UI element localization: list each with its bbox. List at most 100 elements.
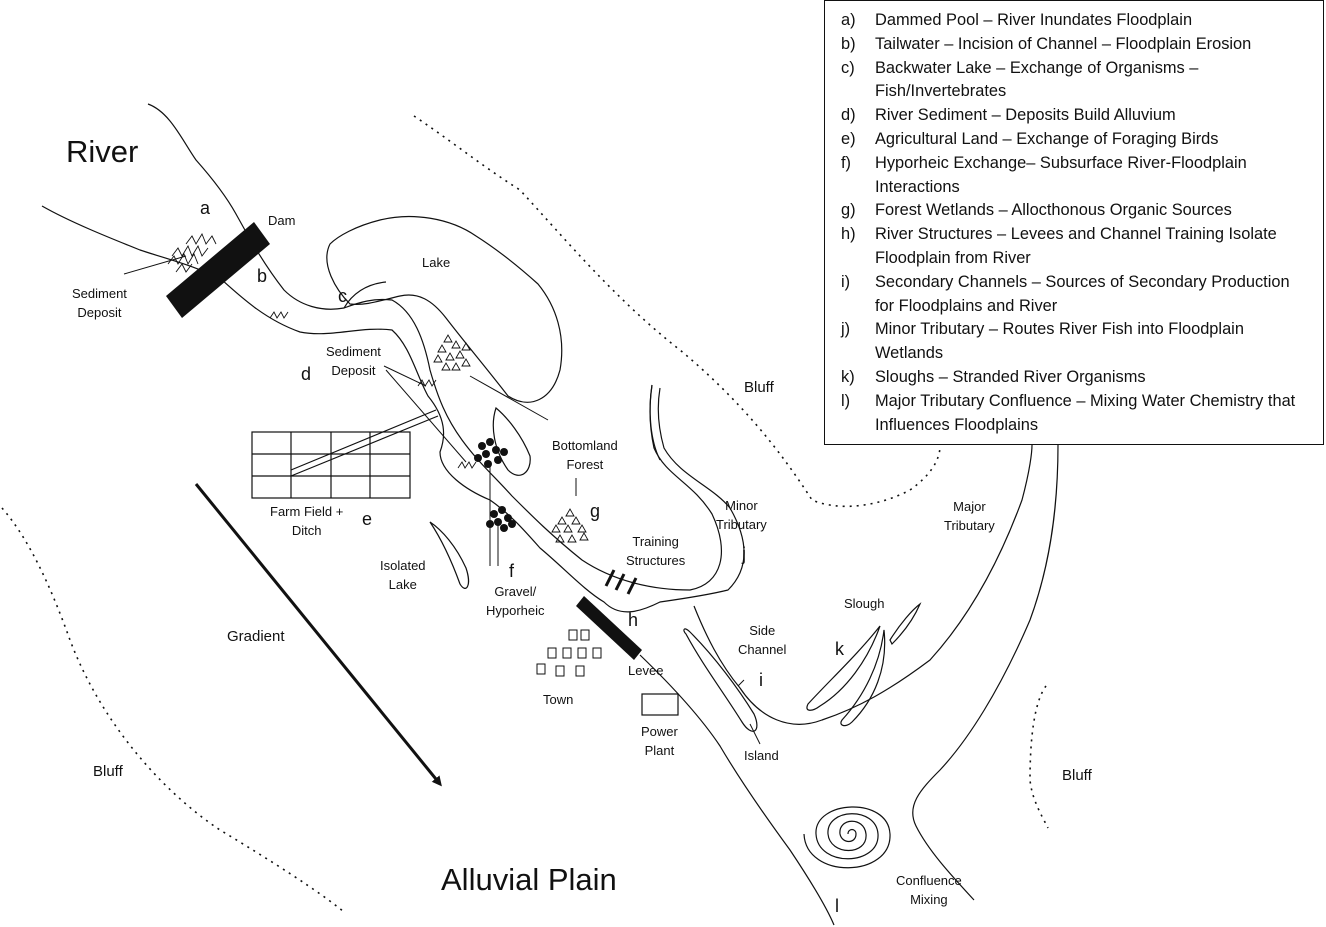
legend-box: a) Dammed Pool – River Inundates Floodpla… (824, 0, 1324, 445)
confluence-spiral (803, 806, 891, 869)
legend-key: d) (841, 106, 856, 125)
sediment-deposit-middle-label: Sediment Deposit (326, 344, 381, 378)
legend-key: c) (841, 58, 855, 77)
legend-text: Secondary Channels – Sources of Secondar… (875, 272, 1290, 315)
letter-h: h (628, 610, 639, 630)
slough-2 (840, 629, 886, 727)
legend-text: Minor Tributary – Routes River Fish into… (875, 320, 1244, 363)
training-structures (604, 569, 638, 595)
confluence-mixing-label: Confluence Mixing (896, 873, 962, 907)
forest-pond-outline (492, 406, 531, 476)
farm-ditch (290, 409, 439, 477)
legend-text: Sloughs – Stranded River Organisms (875, 367, 1146, 386)
legend-key: a) (841, 11, 856, 29)
river-bank-north (147, 103, 723, 591)
legend-text: Major Tributary Confluence – Mixing Wate… (875, 391, 1296, 434)
legend-item: k) Sloughs – Stranded River Organisms (841, 366, 1313, 390)
legend-key: i) (841, 272, 851, 291)
minor-tributary-line (649, 384, 661, 461)
isolated-lake-label: Isolated Lake (380, 558, 426, 592)
river-title: River (66, 134, 139, 169)
legend-text: Tailwater – Incision of Channel – Floodp… (875, 34, 1252, 53)
side-channel-label: Side Channel (738, 623, 787, 657)
legend-key: b) (841, 34, 856, 53)
legend-item: b) Tailwater – Incision of Channel – Floo… (841, 33, 1313, 57)
legend-item: h) River Structures – Levees and Channel … (841, 223, 1313, 271)
slough-3 (889, 602, 922, 646)
farm-field-grid (251, 431, 411, 499)
alluvial-plain-title: Alluvial Plain (441, 862, 617, 897)
lake-outline (326, 215, 563, 403)
legend-text: Dammed Pool – River Inundates Floodplain (875, 11, 1193, 29)
letter-l: l (835, 896, 839, 916)
isolated-lake-outline (429, 521, 470, 589)
island-label: Island (744, 748, 779, 763)
sediment-scribbles (167, 232, 477, 469)
letter-f: f (509, 561, 515, 581)
legend-item: i) Secondary Channels – Sources of Second… (841, 271, 1313, 319)
legend-item: f) Hyporheic Exchange– Subsurface River-F… (841, 152, 1313, 200)
legend-key: k) (841, 367, 855, 386)
gravel-dots (474, 438, 516, 532)
dam-label: Dam (268, 213, 296, 228)
letter-j: j (742, 544, 746, 564)
legend-text: Agricultural Land – Exchange of Foraging… (875, 129, 1219, 148)
legend-key: j) (841, 320, 851, 339)
major-tributary-east (912, 444, 1059, 901)
letter-d: d (301, 364, 312, 384)
letter-e: e (362, 509, 373, 529)
major-tributary-label: Major Tributary (944, 499, 995, 533)
river-bank-lower-west (639, 654, 835, 926)
levee-bar (576, 596, 642, 660)
letter-k: k (835, 639, 844, 659)
legend-text: Hyporheic Exchange– Subsurface River-Flo… (875, 153, 1247, 196)
gradient-arrow (194, 483, 442, 787)
leader-lines (123, 255, 761, 745)
town-label: Town (543, 692, 574, 707)
river-bank-lower-east (693, 444, 1033, 725)
bottomland-forest-triangles (433, 334, 589, 543)
legend-item: e) Agricultural Land – Exchange of Foragi… (841, 128, 1313, 152)
legend-text: River Structures – Levees and Channel Tr… (875, 225, 1277, 267)
legend-item: c) Backwater Lake – Exchange of Organisms… (841, 57, 1313, 105)
bluff-lines (1, 115, 1049, 913)
legend-key: g) (841, 201, 856, 220)
minor-tributary-label: Minor Tributary (716, 498, 767, 532)
legend-text: River Sediment – Deposits Build Alluvium (875, 106, 1176, 125)
legend-item: j) Minor Tributary – Routes River Fish in… (841, 318, 1313, 366)
power-plant-shape (641, 693, 679, 716)
levee-label: Levee (628, 663, 664, 678)
letter-b: b (257, 266, 268, 286)
gravel-hyporheic-label: Gravel/ Hyporheic (486, 584, 545, 618)
legend-key: l) (841, 391, 851, 410)
legend-item: g) Forest Wetlands – Allocthonous Organic… (841, 199, 1313, 223)
legend-text: Forest Wetlands – Allocthonous Organic S… (875, 201, 1232, 220)
legend-key: f) (841, 153, 852, 172)
legend-text: Backwater Lake – Exchange of Organisms –… (875, 58, 1199, 101)
bottomland-forest-label: Bottomland Forest (552, 438, 618, 472)
lake-label: Lake (422, 255, 451, 270)
farm-field-label: Farm Field + Ditch (270, 504, 344, 538)
slough-label: Slough (844, 596, 885, 611)
training-structures-label: Training Structures (626, 534, 686, 568)
bluff-left-label: Bluff (93, 763, 123, 780)
bluff-right-label: Bluff (1062, 767, 1092, 784)
legend-item: d) River Sediment – Deposits Build Alluvi… (841, 104, 1313, 128)
slough-1 (806, 625, 881, 711)
sediment-deposit-upper-label: Sediment Deposit (72, 286, 127, 320)
bluff-top-label: Bluff (744, 379, 774, 396)
dam-bar (166, 222, 270, 318)
letter-c: c (338, 286, 347, 306)
gradient-label: Gradient (227, 628, 285, 645)
legend-key: e) (841, 129, 856, 148)
island-outline (683, 628, 758, 732)
town-houses (536, 629, 602, 677)
letter-i: i (759, 670, 763, 690)
legend-key: h) (841, 225, 856, 244)
letter-a: a (200, 198, 211, 218)
legend-item: a) Dammed Pool – River Inundates Floodpla… (841, 9, 1313, 33)
power-plant-label: Power Plant (641, 724, 678, 758)
letter-g: g (590, 501, 601, 521)
backwater-channel (343, 281, 387, 309)
